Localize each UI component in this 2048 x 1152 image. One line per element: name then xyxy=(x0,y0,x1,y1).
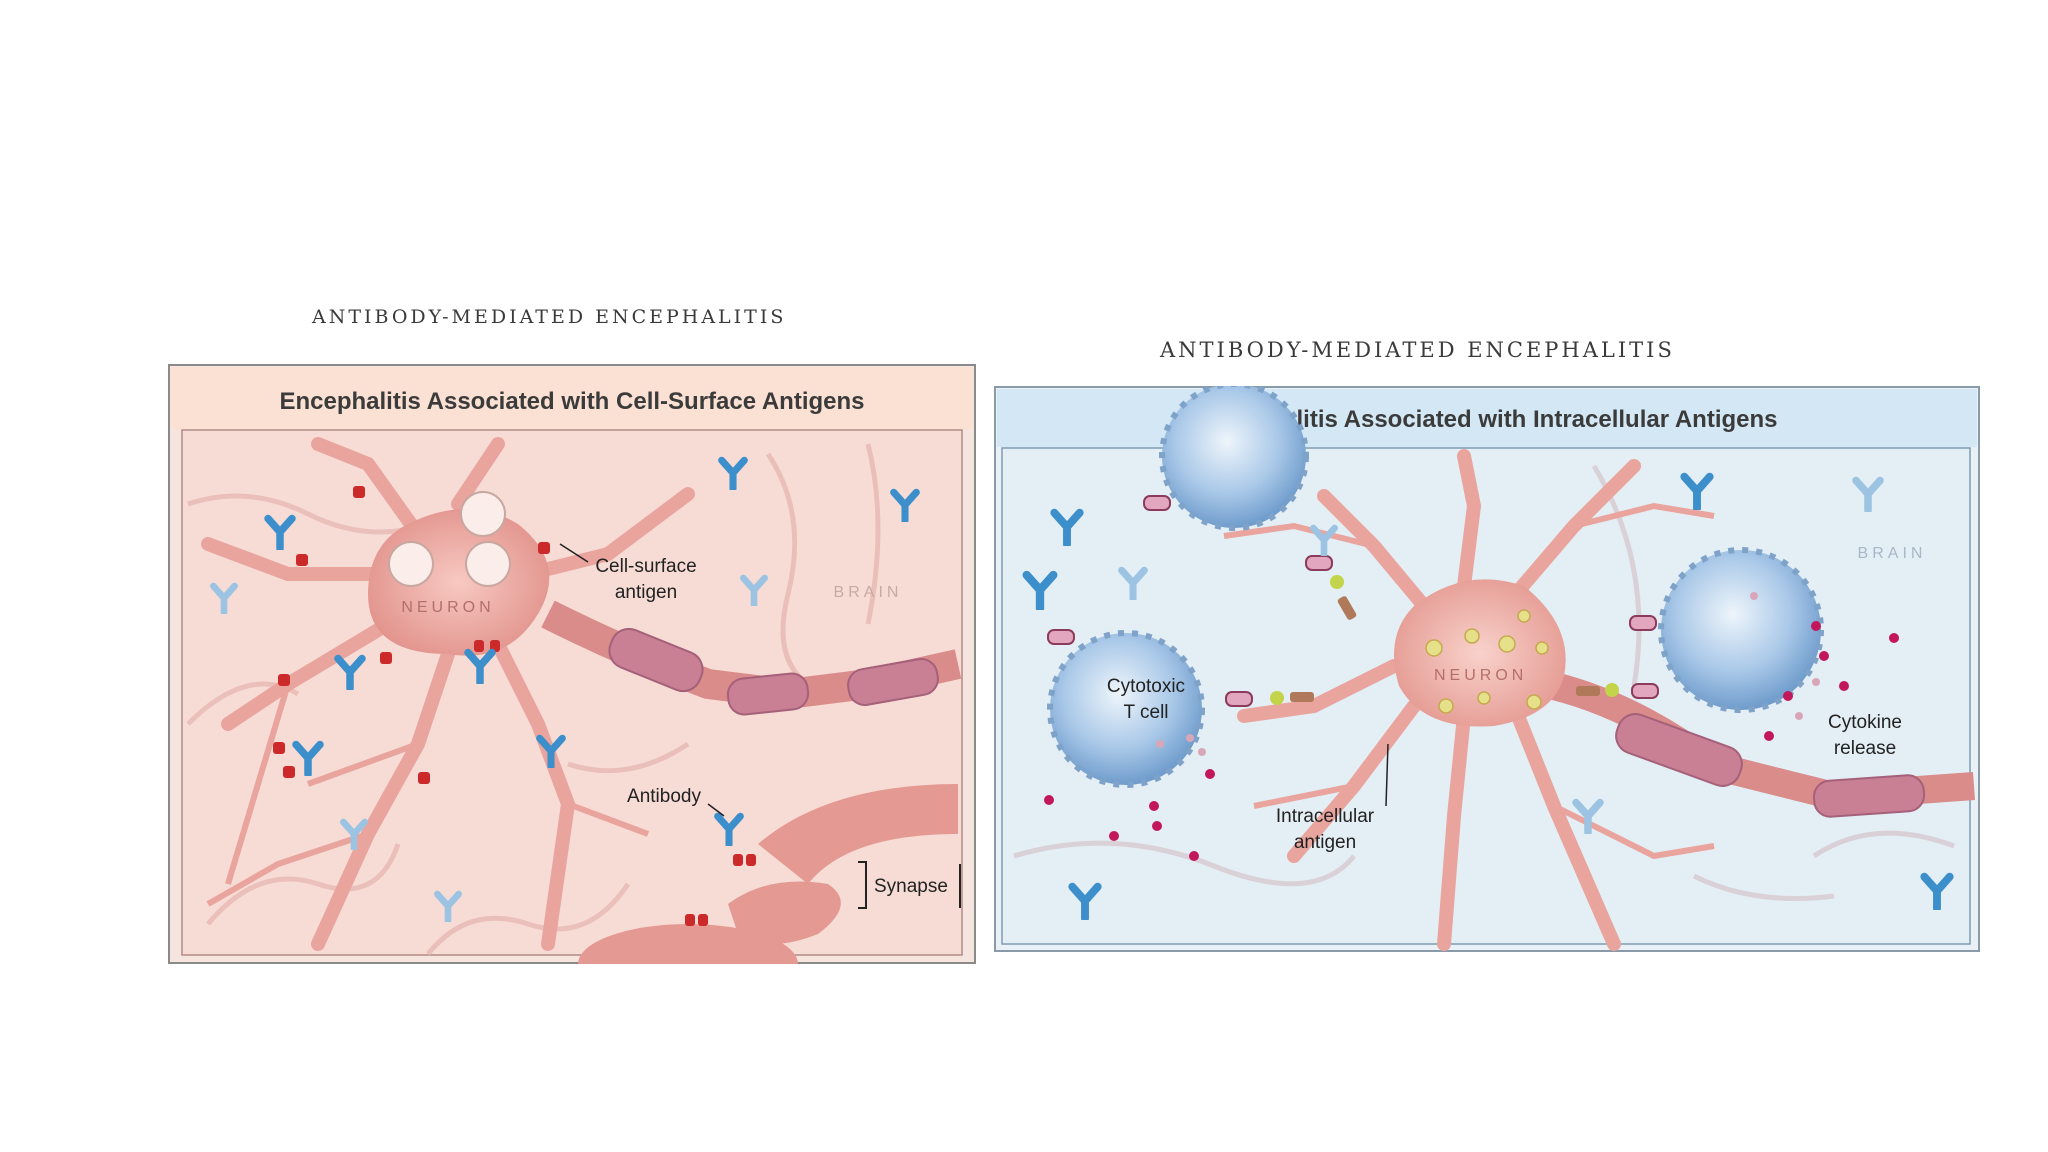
myelin-sheath xyxy=(1615,713,1926,818)
panel-header-bg xyxy=(997,389,1977,447)
cytotoxic-t-cell xyxy=(1047,630,1205,788)
panel-header: Encephalitis Associated with Cell-Surfac… xyxy=(279,388,864,415)
neuron-branches xyxy=(206,683,650,907)
neuron-label: NEURON xyxy=(1434,667,1527,684)
brain-watermark: BRAIN xyxy=(834,584,903,601)
intracellular-antigen-pointer xyxy=(1385,743,1389,807)
t-cell-top xyxy=(1159,386,1309,531)
cytokines xyxy=(1044,621,1899,861)
t-cells xyxy=(1047,386,1824,788)
brain-watermark: BRAIN xyxy=(1858,545,1927,562)
synapse-structure xyxy=(578,784,958,964)
cell-surface-antigens-panel: Encephalitis Associated with Cell-Surfac… xyxy=(168,364,976,964)
intracellular-antigens xyxy=(1425,609,1549,714)
vesicles xyxy=(388,491,511,587)
cytokine-release-label-line1: Cytokine xyxy=(1828,712,1902,733)
cytotoxic-t-cell-label-line2: T cell xyxy=(1123,702,1168,723)
cell-surface-antigen-label-line1: Cell-surface xyxy=(595,556,696,577)
faded-cytokines xyxy=(1156,592,1820,756)
intracellular-antigen-label-line1: Intracellular xyxy=(1276,806,1375,827)
antibody-label: Antibody xyxy=(627,786,701,807)
receptor-complexes xyxy=(1047,495,1659,707)
t-cell-right xyxy=(1658,547,1824,713)
intracellular-antigens-panel: Encephalitis Associated with Intracellul… xyxy=(994,386,1980,952)
cell-surface-antigen-pointer xyxy=(559,543,589,563)
cell-surface-antigen-label-line2: antigen xyxy=(615,582,677,603)
background-dendrites xyxy=(1013,464,1955,901)
cell-surface-antigens xyxy=(273,486,756,926)
synapse-label: Synapse xyxy=(874,876,948,897)
right-figure-title: ANTIBODY-MEDIATED ENCEPHALITIS xyxy=(1160,338,1675,362)
cytokine-release-label-line2: release xyxy=(1834,738,1896,759)
cytotoxic-t-cell-label-line1: Cytotoxic xyxy=(1107,676,1185,697)
antibody-pointer xyxy=(707,803,725,817)
left-figure-title: ANTIBODY-MEDIATED ENCEPHALITIS xyxy=(312,306,787,328)
myelin-sheath xyxy=(608,627,939,716)
panel-header-bg xyxy=(171,367,973,429)
synapse-bracket xyxy=(858,861,867,909)
intracellular-antigen-label-line2: antigen xyxy=(1294,832,1356,853)
neuron-label: NEURON xyxy=(401,599,494,616)
